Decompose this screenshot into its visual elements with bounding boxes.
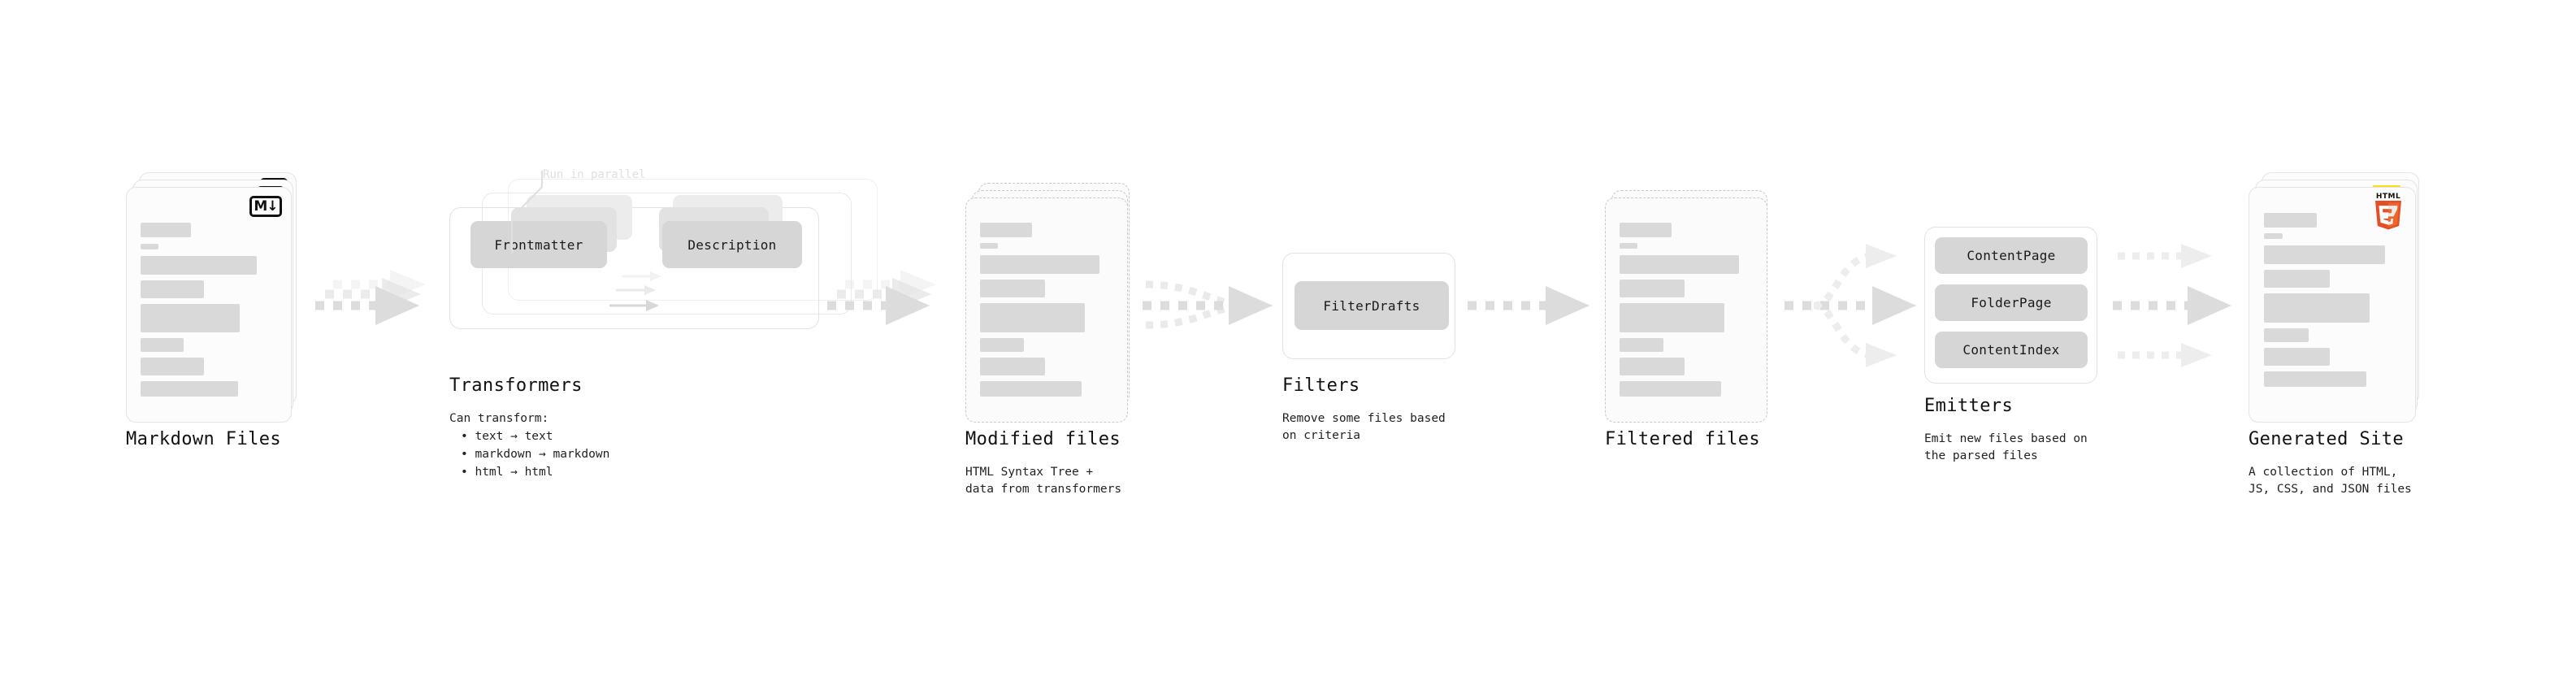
skeleton-bar (2264, 233, 2283, 239)
stage-generated-site: CSS HTML (2249, 172, 2423, 423)
file-sheet-front (1605, 197, 1767, 423)
stage-subtitle-generated-site: A collection of HTML, JS, CSS, and JSON … (2249, 466, 2412, 497)
stage-title-generated-site: Generated Site (2249, 429, 2405, 449)
skeleton-bar (1620, 223, 1672, 237)
skeleton-bar (141, 358, 204, 375)
skeleton-bar (1620, 280, 1685, 297)
skeleton-bar (141, 223, 191, 237)
skeleton-bar (2264, 348, 2330, 366)
stage-title-transformers: Transformers (449, 375, 583, 396)
stage-title-markdown-files: Markdown Files (126, 429, 282, 449)
file-sheet-front (965, 197, 1128, 423)
skeleton-bar (2264, 371, 2366, 387)
skeleton-bar (980, 255, 1099, 274)
transformer-bullet-2: • html → html (461, 466, 553, 479)
file-sheet-front: HTML (2249, 187, 2416, 423)
file-sheet-front: M↓ (126, 187, 292, 423)
connector-md-to-transformers (315, 270, 426, 325)
skeleton-bar (980, 223, 1032, 237)
skeleton-bar (1620, 255, 1739, 274)
connector-filters-to-filtered (1468, 286, 1589, 325)
stage-modified-files (965, 183, 1136, 423)
stage-subtitle-transformers: Can transform: (449, 412, 549, 425)
stage-title-modified-files: Modified files (965, 429, 1121, 449)
skeleton-bar (980, 243, 998, 249)
filters-group-box (1282, 253, 1455, 359)
emitter-pill-folderpage[interactable]: FolderPage (1935, 284, 2088, 321)
stage-markdown-files: M↓ M↓ M↓ (126, 172, 297, 423)
stage-title-filtered-files: Filtered files (1605, 429, 1761, 449)
connector-modified-to-filters (1143, 280, 1273, 329)
transformer-pill-frontmatter[interactable]: Frontmatter (471, 221, 607, 268)
stage-subtitle-filters: Remove some files based on criteria (1282, 412, 1446, 443)
html5-icon: HTML (2372, 193, 2405, 231)
skeleton-bar (141, 381, 238, 397)
skeleton-bar (980, 280, 1045, 297)
emitters-group-box (1924, 227, 2097, 384)
connector-filtered-to-emitters (1785, 244, 1916, 367)
skeleton-bar (141, 244, 158, 249)
skeleton-bar (141, 280, 204, 298)
stage-subtitle-emitters: Emit new files based on the parsed files (1924, 432, 2088, 463)
skeleton-bar (1620, 381, 1721, 397)
skeleton-bar (141, 338, 184, 352)
transformer-bullet-0: • text → text (461, 430, 553, 443)
html5-icon-label: HTML (2375, 193, 2401, 201)
skeleton-bar (980, 338, 1024, 352)
filter-pill-filterdrafts[interactable]: FilterDrafts (1295, 281, 1449, 330)
skeleton-bar (2264, 293, 2370, 323)
skeleton-bar (1620, 303, 1724, 332)
run-in-parallel-note: Run in parallel (543, 168, 646, 181)
skeleton-bar (980, 358, 1045, 375)
skeleton-bar (1620, 338, 1663, 352)
skeleton-bar (2264, 328, 2309, 342)
filtered-file-stack (1605, 190, 1776, 423)
skeleton-bar (141, 256, 257, 275)
skeleton-bar (980, 381, 1082, 397)
stage-filtered-files (1605, 190, 1776, 423)
skeleton-bar (2264, 270, 2330, 288)
stage-title-filters: Filters (1282, 375, 1360, 396)
stage-title-emitters: Emitters (1924, 396, 2014, 416)
skeleton-bar (980, 303, 1085, 332)
skeleton-bar (2264, 245, 2385, 264)
emitter-pill-contentpage[interactable]: ContentPage (1935, 237, 2088, 274)
html5-shield (2375, 201, 2401, 230)
transformer-bullet-1: • markdown → markdown (461, 448, 610, 461)
stage-subtitle-modified-files: HTML Syntax Tree + data from transformer… (965, 466, 1122, 497)
connector-emitters-to-site (2113, 244, 2231, 367)
markdown-icon: M↓ (249, 196, 282, 217)
skeleton-bar (141, 304, 240, 332)
skeleton-bar (1620, 358, 1685, 375)
markdown-file-stack: M↓ M↓ M↓ (126, 172, 297, 423)
transformer-group-front (449, 207, 819, 329)
transformer-pill-description[interactable]: Description (662, 221, 802, 268)
modified-file-stack (965, 183, 1136, 423)
skeleton-bar (1620, 243, 1637, 249)
skeleton-bar (2264, 213, 2317, 228)
generated-file-stack: CSS HTML (2249, 172, 2423, 423)
emitter-pill-contentindex[interactable]: ContentIndex (1935, 332, 2088, 368)
